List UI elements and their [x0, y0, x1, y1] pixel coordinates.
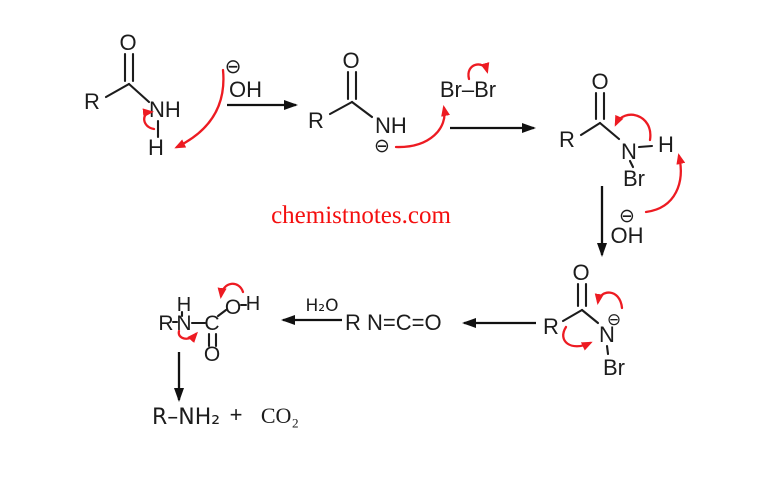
electron-arrow-hydroxide-to-h: [644, 153, 686, 214]
plus-sign: +: [230, 402, 243, 427]
c-n-bond: [598, 121, 621, 141]
products-line: R–NH₂ + CO₂: [152, 402, 299, 430]
r-group-label: R: [543, 314, 559, 339]
amide-anion-structure: O R NH ⊖: [308, 48, 407, 157]
c-n-bond: [350, 100, 374, 119]
n-h-bond: [637, 144, 654, 149]
electron-arrow-oh-to-o: [217, 282, 245, 299]
atom-label-br: Br: [623, 166, 645, 191]
hydroxide-label: OH: [611, 223, 644, 248]
electron-arrow-br-br-bond: [467, 62, 490, 81]
atom-label-c: C: [204, 312, 219, 335]
atom-label-h: H: [177, 294, 191, 316]
c-r-bond: [561, 308, 584, 323]
atom-label-nh: NH: [375, 113, 407, 138]
atom-label-h: H: [246, 293, 260, 315]
n-br-bond: [605, 344, 610, 356]
r-group-label: R: [84, 89, 100, 114]
minus-charge-icon: ⊖: [607, 310, 621, 330]
n-bromoamide-structure: O R N H Br: [559, 69, 674, 191]
atom-label-nh: NH: [149, 97, 181, 122]
r-group-label: R: [158, 312, 173, 335]
n-br-bond: [628, 159, 635, 169]
atom-label-h: H: [658, 132, 674, 157]
atom-label-o: O: [591, 69, 608, 94]
r-group-label: R: [308, 108, 324, 133]
c-r-bond: [579, 121, 602, 137]
atom-label-o: O: [204, 343, 220, 366]
c-n-bond: [580, 308, 600, 325]
atom-label-o: O: [572, 260, 589, 285]
minus-charge-icon: ⊖: [374, 135, 390, 157]
atom-label-br: Br: [603, 355, 625, 380]
atom-label-n: N: [599, 322, 615, 347]
atom-label-h: H: [148, 135, 164, 160]
bromine-label: Br–Br: [440, 77, 496, 102]
c-r-bond: [104, 82, 131, 99]
minus-charge-icon: ⊖: [619, 205, 635, 227]
atom-label-o: O: [225, 296, 241, 319]
hydroxide-label: OH: [229, 77, 262, 102]
atom-label-n: N: [621, 139, 637, 164]
electron-arrow-hydroxide-to-h: [174, 68, 225, 149]
carbamic-acid-structure: H R N C O H O: [158, 282, 260, 366]
atom-label-n: N: [176, 312, 191, 335]
isocyanate-formula: R N=C=O: [345, 310, 442, 335]
water-label: H₂O: [306, 296, 339, 316]
electron-arrow-n-c-bond: [177, 329, 198, 343]
amine-product-label: R–NH₂: [152, 405, 220, 430]
electron-arrow-nh-to-c: [614, 113, 652, 142]
electron-arrow-n-to-br2: [394, 105, 450, 149]
bromoamide-anion-structure: O R N ⊖ Br: [543, 260, 625, 380]
amide-structure: O R NH H: [84, 30, 181, 160]
electron-arrow-n-to-c: [594, 291, 624, 310]
hydroxide-reagent-1: ⊖ OH: [225, 54, 262, 102]
c-n-bond: [127, 82, 151, 104]
r-group-label: R: [559, 127, 575, 152]
hydroxide-reagent-2: ⊖ OH: [611, 205, 644, 248]
c-o-bond: [216, 308, 228, 318]
atom-label-o: O: [119, 30, 136, 55]
electron-arrow-r-migration: [562, 325, 593, 351]
carbon-dioxide-label: CO₂: [261, 403, 299, 428]
electron-arrow-nh-bond: [142, 108, 156, 131]
bromine-reagent: Br–Br: [440, 62, 496, 102]
watermark-text: chemistnotes.com: [271, 202, 451, 229]
c-r-bond: [328, 100, 354, 116]
minus-charge-icon: ⊖: [225, 54, 242, 78]
atom-label-o: O: [342, 48, 359, 73]
